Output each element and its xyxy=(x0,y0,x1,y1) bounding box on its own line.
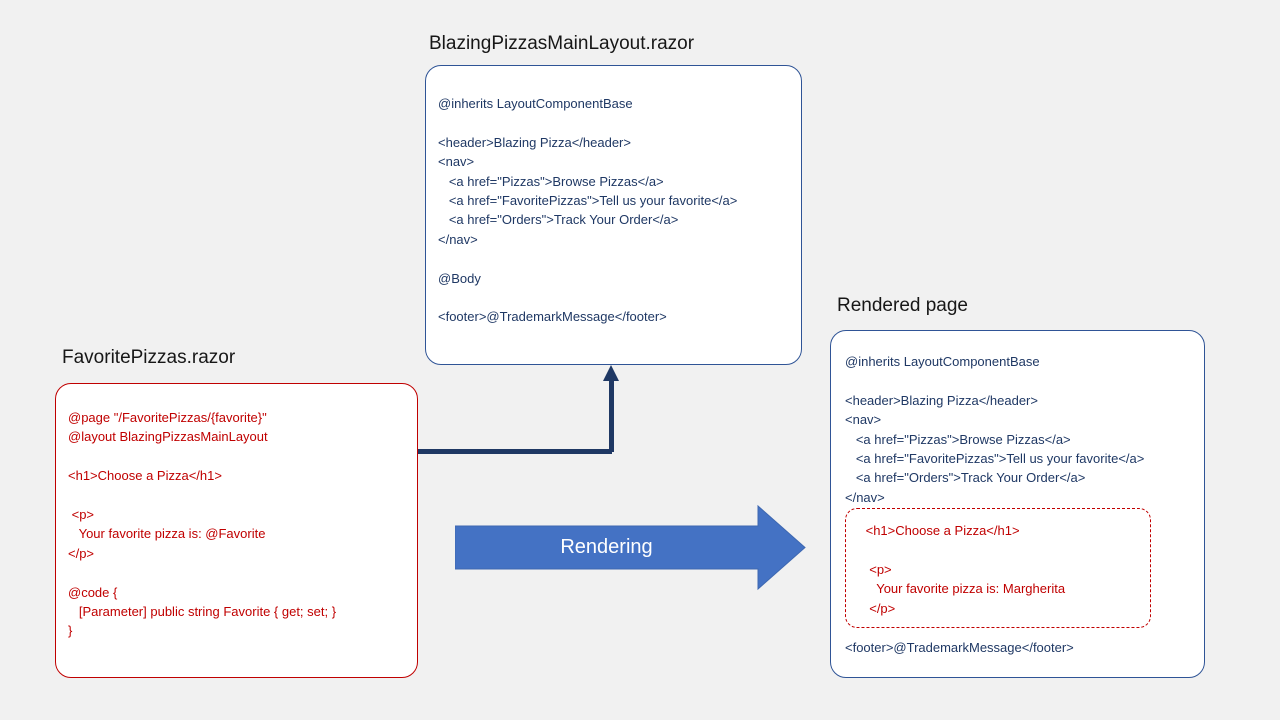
code-line xyxy=(68,486,407,505)
code-line: </nav> xyxy=(438,231,478,247)
code-line xyxy=(68,563,407,582)
code-line: @Body xyxy=(438,270,481,286)
main-layout-title: BlazingPizzasMainLayout.razor xyxy=(429,33,695,54)
code-line: <p> xyxy=(862,561,892,577)
right-arrow-icon xyxy=(454,504,806,591)
code-line xyxy=(845,371,1196,390)
rendered-page-title: Rendered page xyxy=(837,295,968,316)
code-line: <header>Blazing Pizza</header> xyxy=(438,134,631,150)
code-line: <a href="FavoritePizzas">Tell us your fa… xyxy=(845,450,1145,466)
arrowhead-up-icon xyxy=(603,365,619,381)
code-line: Your favorite pizza is: Margherita xyxy=(862,581,1066,597)
favorite-pizzas-title: FavoritePizzas.razor xyxy=(62,347,236,368)
elbow-connector-line xyxy=(418,449,612,454)
code-line xyxy=(438,288,791,307)
code-line: <h1>Choose a Pizza</h1> xyxy=(68,468,222,484)
code-line: @inherits LayoutComponentBase xyxy=(845,354,1040,369)
code-line xyxy=(68,447,407,466)
rendered-page-box: @inherits LayoutComponentBase <header>Bl… xyxy=(830,330,1205,678)
code-line xyxy=(862,541,1150,560)
code-line: <a href="Pizzas">Browse Pizzas</a> xyxy=(438,173,664,189)
code-line: } xyxy=(68,623,73,639)
code-line: </p> xyxy=(862,600,896,616)
code-line: <nav> xyxy=(438,154,475,170)
favorite-pizzas-code-box: @page "/FavoritePizzas/{favorite}" @layo… xyxy=(55,383,418,678)
rendered-body-dashed-box: <h1>Choose a Pizza</h1> <p> Your favorit… xyxy=(845,508,1151,629)
code-line: <p> xyxy=(68,506,95,522)
code-line: <nav> xyxy=(845,412,882,428)
code-line: <footer>@TrademarkMessage</footer> xyxy=(845,640,1074,656)
code-line: <header>Blazing Pizza</header> xyxy=(845,392,1038,408)
code-line: </p> xyxy=(68,545,95,561)
rendering-arrow-label: Rendering xyxy=(560,536,653,558)
elbow-connector-line xyxy=(609,380,614,452)
code-line: <h1>Choose a Pizza</h1> xyxy=(862,523,1020,539)
code-line: [Parameter] public string Favorite { get… xyxy=(68,603,337,619)
code-line: <a href="FavoritePizzas">Tell us your fa… xyxy=(438,192,738,208)
code-line: </nav> xyxy=(845,489,885,505)
code-line: <a href="Orders">Track Your Order</a> xyxy=(845,470,1086,486)
code-line: Your favorite pizza is: @Favorite xyxy=(68,526,266,542)
code-line: <footer>@TrademarkMessage</footer> xyxy=(438,309,667,325)
code-line: @code { xyxy=(68,584,118,600)
code-line xyxy=(438,113,791,132)
code-line: @layout BlazingPizzasMainLayout xyxy=(68,429,268,445)
code-line: @inherits LayoutComponentBase xyxy=(438,96,633,111)
code-line xyxy=(438,249,791,268)
code-line: <a href="Orders">Track Your Order</a> xyxy=(438,212,679,228)
main-layout-code-box: @inherits LayoutComponentBase <header>Bl… xyxy=(425,65,802,365)
code-line: <a href="Pizzas">Browse Pizzas</a> xyxy=(845,431,1071,447)
rendering-arrow: Rendering xyxy=(454,504,807,592)
code-line: @page "/FavoritePizzas/{favorite}" xyxy=(68,410,267,425)
